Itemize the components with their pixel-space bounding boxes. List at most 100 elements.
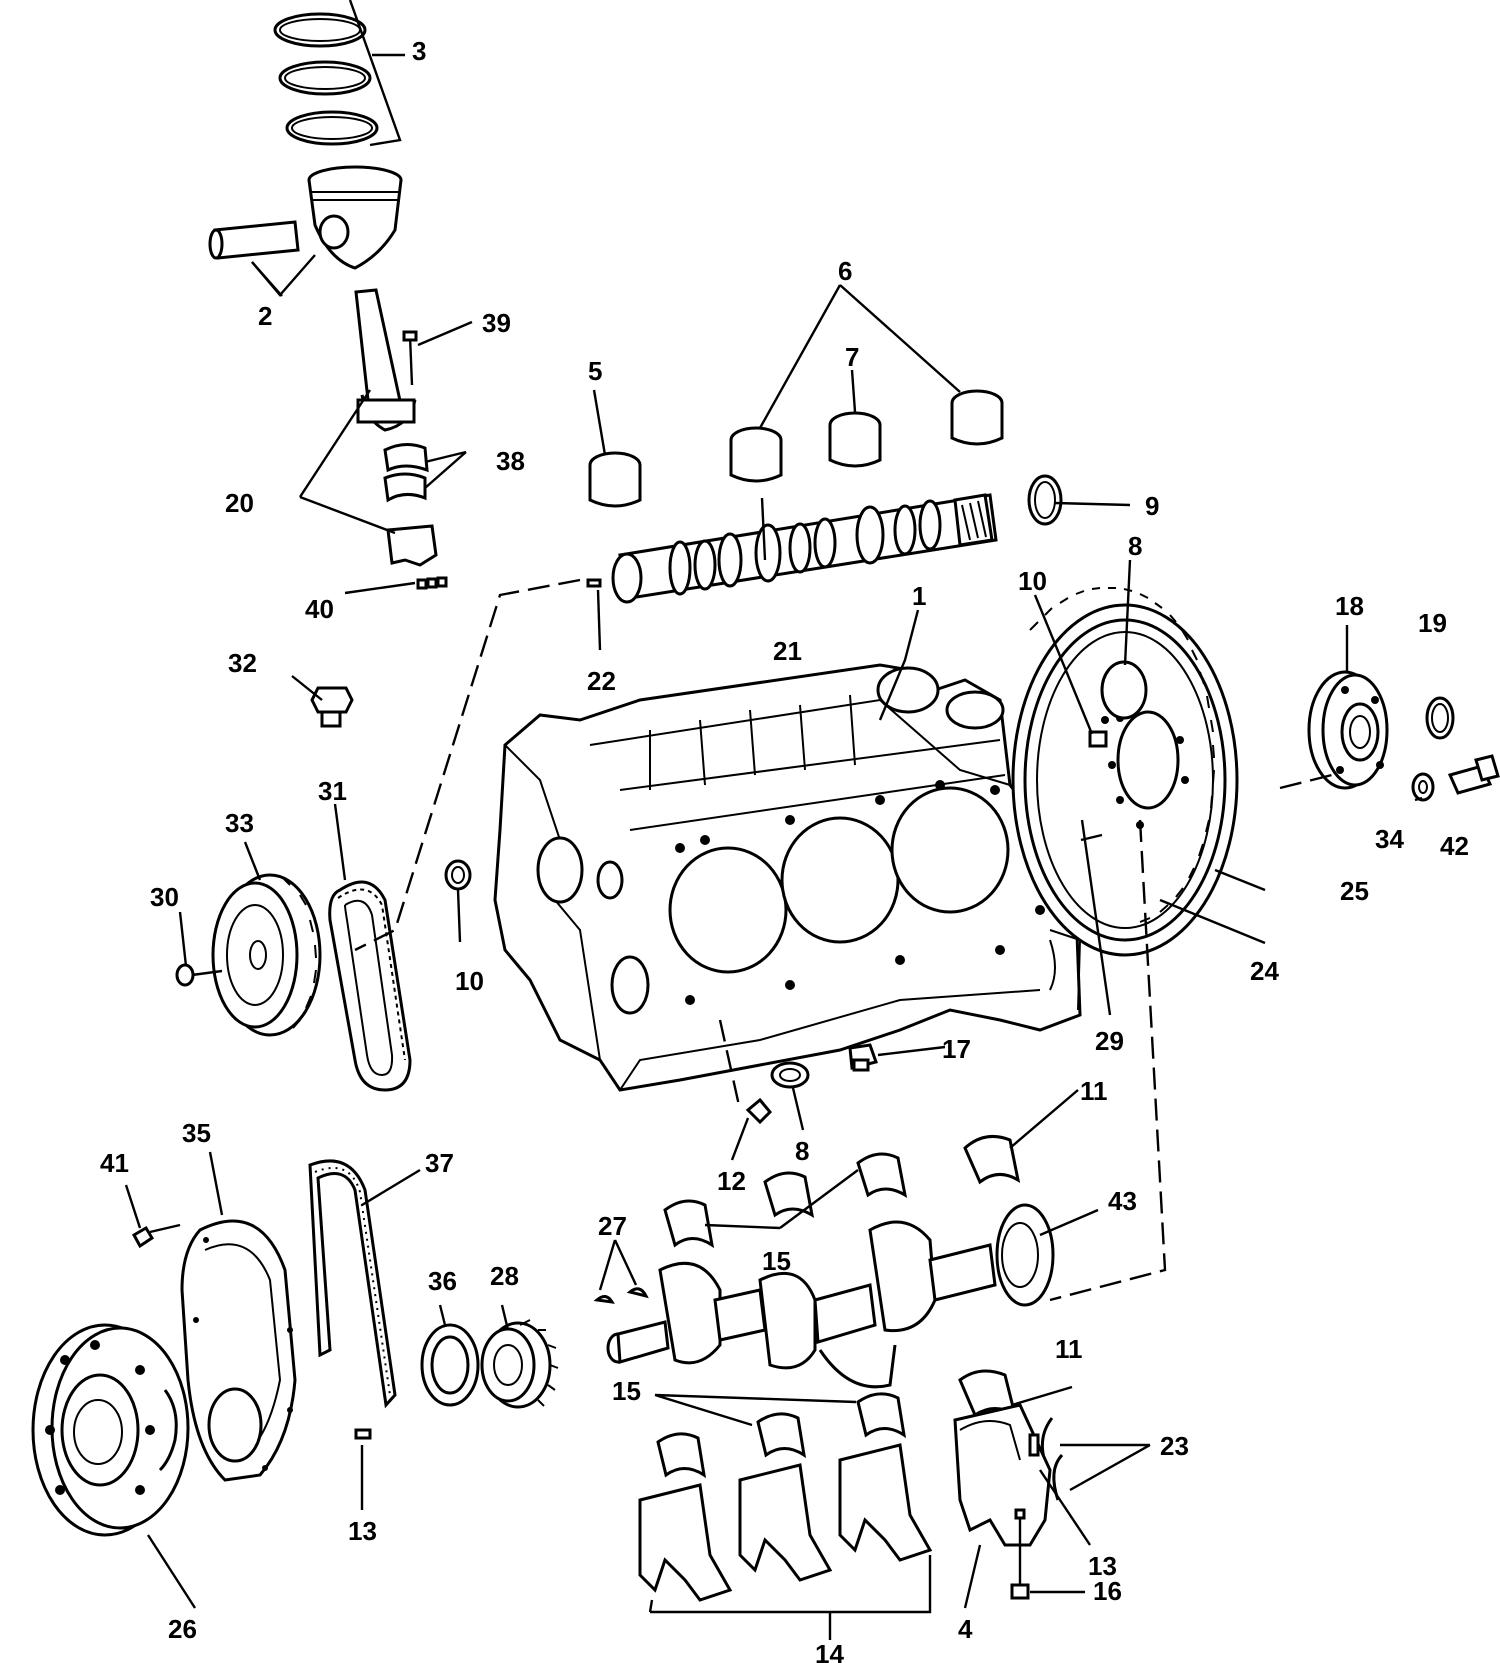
- main-bearing-lower: [856, 1392, 907, 1439]
- label-6: 6: [838, 256, 852, 286]
- label-12: 12: [717, 1166, 746, 1196]
- crankshaft: [606, 1203, 1055, 1389]
- part-labels: 3 2 39 38 20 40 5 6 7 9 8 10 21 22 1 18 …: [100, 36, 1469, 1663]
- label-30: 30: [150, 882, 179, 912]
- label-41: 41: [100, 1148, 129, 1178]
- front-cam-plug: [444, 859, 472, 891]
- rear-main-cap: [953, 1403, 1052, 1547]
- label-13-right: 13: [1088, 1551, 1117, 1581]
- flywheel: [1011, 587, 1239, 957]
- label-11-bottom: 11: [1055, 1334, 1083, 1364]
- cam-bearing: [729, 426, 783, 483]
- label-21: 21: [773, 636, 802, 666]
- label-40: 40: [305, 594, 334, 624]
- label-18: 18: [1335, 591, 1364, 621]
- hub-washer: [1411, 772, 1435, 802]
- dowel-pin: [354, 1428, 372, 1440]
- label-24: 24: [1250, 956, 1279, 986]
- label-10-left: 10: [455, 966, 484, 996]
- label-5: 5: [588, 356, 602, 386]
- main-cap: [838, 1443, 933, 1562]
- label-37: 37: [425, 1148, 454, 1178]
- main-cap-bolt: [1010, 1508, 1030, 1600]
- label-3: 3: [412, 36, 426, 66]
- rod-bearing-inserts: [383, 443, 429, 503]
- snap-ring: [1425, 696, 1455, 740]
- label-39: 39: [482, 308, 511, 338]
- oil-gallery-plug: [310, 686, 354, 728]
- camshaft: [611, 493, 998, 604]
- label-42: 42: [1440, 831, 1469, 861]
- label-28: 28: [490, 1261, 519, 1291]
- cam-bearing: [828, 411, 882, 468]
- oil-filter-adapter-plug: [745, 1097, 773, 1125]
- connecting-rod: [354, 288, 417, 432]
- main-cap: [638, 1483, 733, 1602]
- label-8-top: 8: [1128, 531, 1142, 561]
- label-7: 7: [845, 342, 859, 372]
- label-32: 32: [228, 648, 257, 678]
- label-34: 34: [1375, 824, 1404, 854]
- timing-chain: [328, 880, 412, 1092]
- flywheel-hub: [1307, 670, 1389, 790]
- expansion-plug: [770, 1061, 810, 1089]
- cylinder-block: [493, 663, 1082, 1092]
- label-11-top: 11: [1080, 1076, 1108, 1106]
- main-bearing-lower: [756, 1412, 807, 1459]
- label-10-right: 10: [1018, 566, 1047, 596]
- rod-nuts: [416, 576, 448, 590]
- label-17: 17: [942, 1034, 971, 1064]
- main-bearing-lower: [656, 1432, 707, 1479]
- label-43: 43: [1108, 1186, 1137, 1216]
- label-4: 4: [958, 1614, 973, 1644]
- label-29: 29: [1095, 1026, 1124, 1056]
- label-26: 26: [168, 1614, 197, 1644]
- label-19: 19: [1418, 608, 1447, 638]
- label-22: 22: [587, 666, 616, 696]
- rod-cap: [386, 524, 438, 567]
- label-31: 31: [318, 776, 347, 806]
- label-1: 1: [912, 581, 926, 611]
- woodruff-keys: [593, 1287, 649, 1304]
- main-cap: [738, 1463, 833, 1582]
- front-seal: [420, 1323, 480, 1407]
- cam-bearing: [588, 451, 642, 508]
- label-13-left: 13: [348, 1516, 377, 1546]
- leader-lines: [124, 0, 1423, 1640]
- main-bearing-upper: [856, 1152, 908, 1199]
- hub-bolt: [1447, 754, 1500, 795]
- label-25: 25: [1340, 876, 1369, 906]
- timing-cover: [180, 1219, 297, 1482]
- main-bearing-upper: [963, 1134, 1021, 1185]
- block-drain-cock: [848, 1043, 878, 1072]
- rear-cam-plug: [1027, 474, 1063, 526]
- label-35: 35: [182, 1118, 211, 1148]
- piston-rings: [273, 12, 379, 146]
- harmonic-balancer: [31, 1323, 190, 1537]
- label-15-bottom: 15: [612, 1376, 641, 1406]
- label-14: 14: [815, 1639, 844, 1663]
- label-23: 23: [1160, 1431, 1189, 1461]
- label-15-top: 15: [762, 1246, 791, 1276]
- label-38: 38: [496, 446, 525, 476]
- crank-sprocket: [480, 1319, 559, 1409]
- camshaft-sprocket: [211, 873, 322, 1037]
- label-2: 2: [258, 301, 272, 331]
- label-20: 20: [225, 488, 254, 518]
- cover-gasket: [308, 1159, 397, 1409]
- label-33: 33: [225, 808, 254, 838]
- label-27: 27: [598, 1211, 627, 1241]
- rod-bolt: [402, 330, 418, 386]
- label-9: 9: [1145, 491, 1159, 521]
- label-8-bottom: 8: [795, 1136, 809, 1166]
- main-bearing-upper: [663, 1199, 715, 1249]
- piston: [307, 165, 403, 270]
- dowel-pin: [1028, 1433, 1040, 1457]
- cover-bolt: [131, 1223, 181, 1249]
- cam-bearing: [950, 389, 1004, 446]
- label-36: 36: [428, 1266, 457, 1296]
- thrust-washers: [1040, 1417, 1064, 1501]
- label-16: 16: [1093, 1576, 1122, 1606]
- piston-pin: [208, 220, 300, 260]
